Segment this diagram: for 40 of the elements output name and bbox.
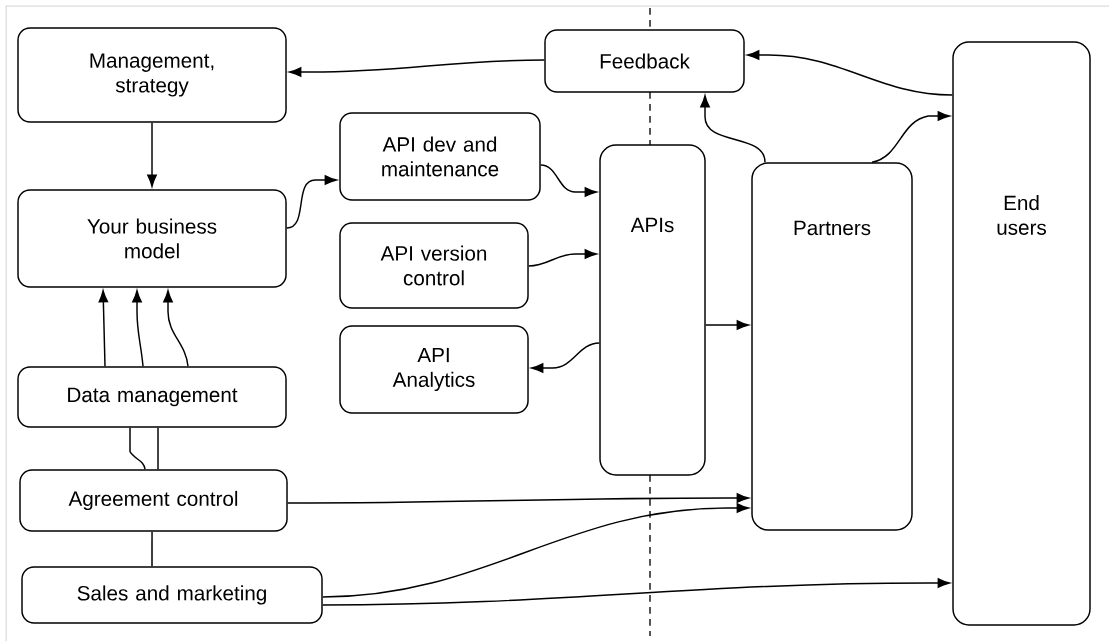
process-box	[21, 566, 323, 624]
arrow	[322, 578, 950, 606]
arrow	[147, 122, 157, 187]
arrow	[747, 50, 953, 96]
process-box	[17, 366, 287, 428]
node-label: Agreement control	[68, 490, 238, 511]
process-box	[339, 222, 529, 309]
arrow	[286, 175, 337, 229]
arrow	[132, 290, 144, 367]
node-label: End users	[997, 195, 1047, 235]
process-box	[17, 27, 287, 123]
process-box	[544, 29, 745, 93]
node-label: API version control	[380, 245, 487, 286]
node-label: Data management	[68, 387, 238, 407]
process-box	[599, 144, 706, 476]
node-label: Feedback	[600, 53, 690, 69]
node-label: Sales and marketing	[77, 585, 266, 605]
arrow	[531, 342, 600, 373]
node-label: API Analytics	[392, 347, 475, 392]
arrow	[322, 503, 749, 598]
process-box	[19, 469, 288, 532]
process-box	[339, 112, 541, 201]
node-label: Your business model	[87, 218, 217, 259]
arrow	[289, 59, 545, 77]
arrow	[540, 164, 597, 197]
arrow	[287, 493, 749, 504]
arrow	[98, 290, 109, 367]
node-label: Partners	[794, 220, 871, 236]
node-label: APIs	[630, 217, 674, 233]
arrow	[700, 95, 766, 163]
arrow	[528, 249, 597, 267]
arrow	[705, 320, 749, 330]
arrow	[163, 290, 189, 367]
arrow	[871, 111, 950, 163]
process-box	[339, 325, 529, 414]
node-label: API dev and maintenance	[382, 136, 499, 177]
process-box	[751, 162, 913, 531]
process-box	[17, 189, 287, 288]
process-box	[952, 41, 1091, 626]
node-label: Management, strategy	[90, 53, 214, 97]
